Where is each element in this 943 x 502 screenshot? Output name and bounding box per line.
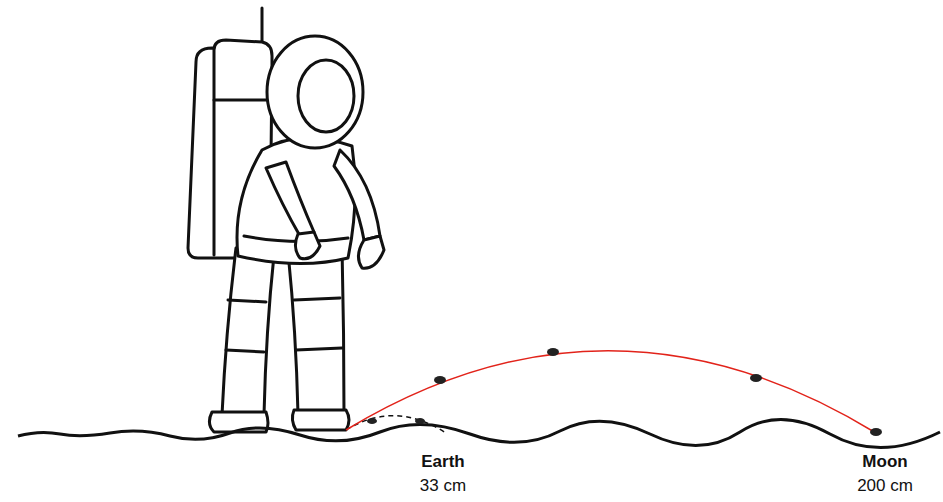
backpack-top — [214, 40, 272, 100]
leg-folds — [226, 298, 342, 352]
distance-value: 33 cm — [420, 476, 466, 496]
body-name: Earth — [421, 452, 464, 472]
right-arm — [334, 150, 380, 240]
right-boot — [292, 410, 349, 430]
distance-value: 200 cm — [857, 476, 913, 496]
visor — [298, 60, 354, 132]
earth-trajectory — [346, 416, 446, 433]
rock — [750, 374, 762, 382]
left-glove — [295, 232, 320, 259]
body-name: Moon — [862, 452, 907, 472]
backpack-seam — [213, 100, 216, 255]
helmet — [267, 36, 363, 148]
rock — [547, 348, 559, 356]
rock — [870, 428, 882, 436]
ground-line — [18, 419, 940, 447]
rock — [367, 418, 377, 424]
left-arm — [266, 162, 314, 236]
right-leg — [288, 248, 344, 414]
right-glove — [358, 236, 384, 268]
left-leg — [222, 248, 274, 415]
rock — [434, 376, 446, 384]
moon-trajectory — [346, 351, 876, 433]
rock — [415, 418, 425, 424]
